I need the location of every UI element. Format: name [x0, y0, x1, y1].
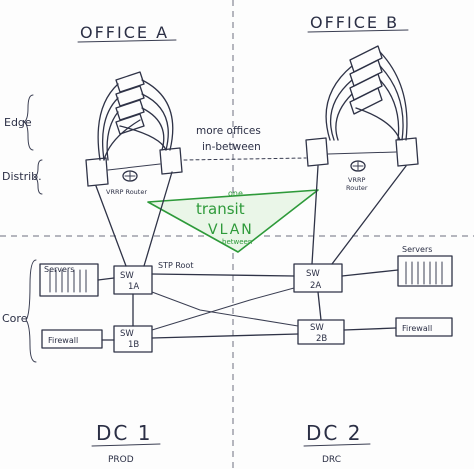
right-router-label-2: Router: [346, 184, 368, 192]
core-label: Core: [2, 312, 28, 325]
servers-right-label: Servers: [402, 245, 432, 254]
switch-2b-label-top: SW: [310, 323, 324, 333]
left-router-icon: [122, 170, 138, 182]
servers-left-label: Servers: [44, 265, 74, 274]
firewall-left-label: Firewall: [48, 336, 78, 345]
office-a-edge-switches: [97, 71, 174, 161]
office-b-underline: [307, 29, 409, 33]
firewall-right-icon: [343, 317, 453, 337]
office-a-to-sw1a-left: [95, 185, 127, 267]
transit-text-1: one: [228, 189, 243, 198]
more-offices-text-2: in-between: [202, 141, 261, 153]
switch-1b-label-bottom: 1B: [128, 340, 139, 350]
servers-right-icon: [341, 255, 453, 287]
link-2a-2b: [317, 291, 322, 321]
dc2-title: DC 2: [306, 421, 362, 445]
distrib-brace: [33, 159, 43, 195]
office-b-title: OFFICE B: [310, 13, 399, 32]
office-a-distrib-switch-right: [159, 147, 183, 175]
switch-2a-label-top: SW: [306, 269, 320, 279]
right-router-icon: [350, 160, 366, 172]
more-offices-text-1: more offices: [196, 125, 261, 137]
stp-root-label: STP Root: [158, 261, 193, 270]
link-1b-2a-cross: [151, 287, 295, 331]
office-a-underline: [77, 39, 177, 43]
transit-text-2: transit: [196, 200, 245, 218]
office-a-distrib-switch-left: [85, 157, 109, 187]
right-router-label-1: VRRP: [348, 176, 365, 184]
dc1-subtitle: PROD: [108, 455, 134, 465]
switch-2a-label-bottom: 2A: [310, 281, 321, 291]
servers-left-icon: [39, 263, 115, 297]
link-1b-2b: [151, 333, 299, 339]
dc2-underline: [303, 443, 371, 447]
office-b-distrib-switch-left: [305, 137, 329, 167]
edge-brace: [22, 94, 34, 151]
switch-2b-label-bottom: 2B: [316, 334, 327, 344]
switch-1b-label-top: SW: [120, 329, 134, 339]
edge-label: Edge: [4, 116, 32, 129]
link-1a-2b-cross: [151, 291, 299, 327]
office-b-edge-switches: [325, 45, 408, 141]
transit-vlan-triangle: [147, 189, 319, 253]
core-brace: [25, 259, 37, 363]
dc2-subtitle: DRC: [322, 455, 341, 465]
more-offices-line: [183, 157, 307, 161]
transit-text-3: VLAN: [208, 222, 254, 238]
transit-text-4: between: [222, 238, 252, 246]
switch-1a-label-bottom: 1A: [128, 282, 139, 292]
left-router-label: VRRP Router: [106, 188, 147, 196]
office-b-to-sw2a-right: [331, 165, 407, 265]
firewall-left-icon: [41, 329, 115, 349]
dc1-title: DC 1: [96, 421, 152, 445]
switch-1a-label-top: SW: [120, 271, 134, 281]
office-b-distrib-switch-right: [395, 137, 419, 167]
office-b-to-sw2a-left: [311, 165, 319, 265]
office-a-distrib-link: [107, 163, 161, 171]
dc1-underline: [91, 443, 161, 447]
firewall-right-label: Firewall: [402, 324, 432, 333]
office-a-title: OFFICE A: [80, 23, 169, 42]
link-1a-2a: [151, 273, 295, 277]
office-b-distrib-link: [327, 151, 397, 155]
distrib-label: Distrib.: [2, 170, 42, 183]
office-a-to-sw1a-right: [143, 171, 173, 267]
